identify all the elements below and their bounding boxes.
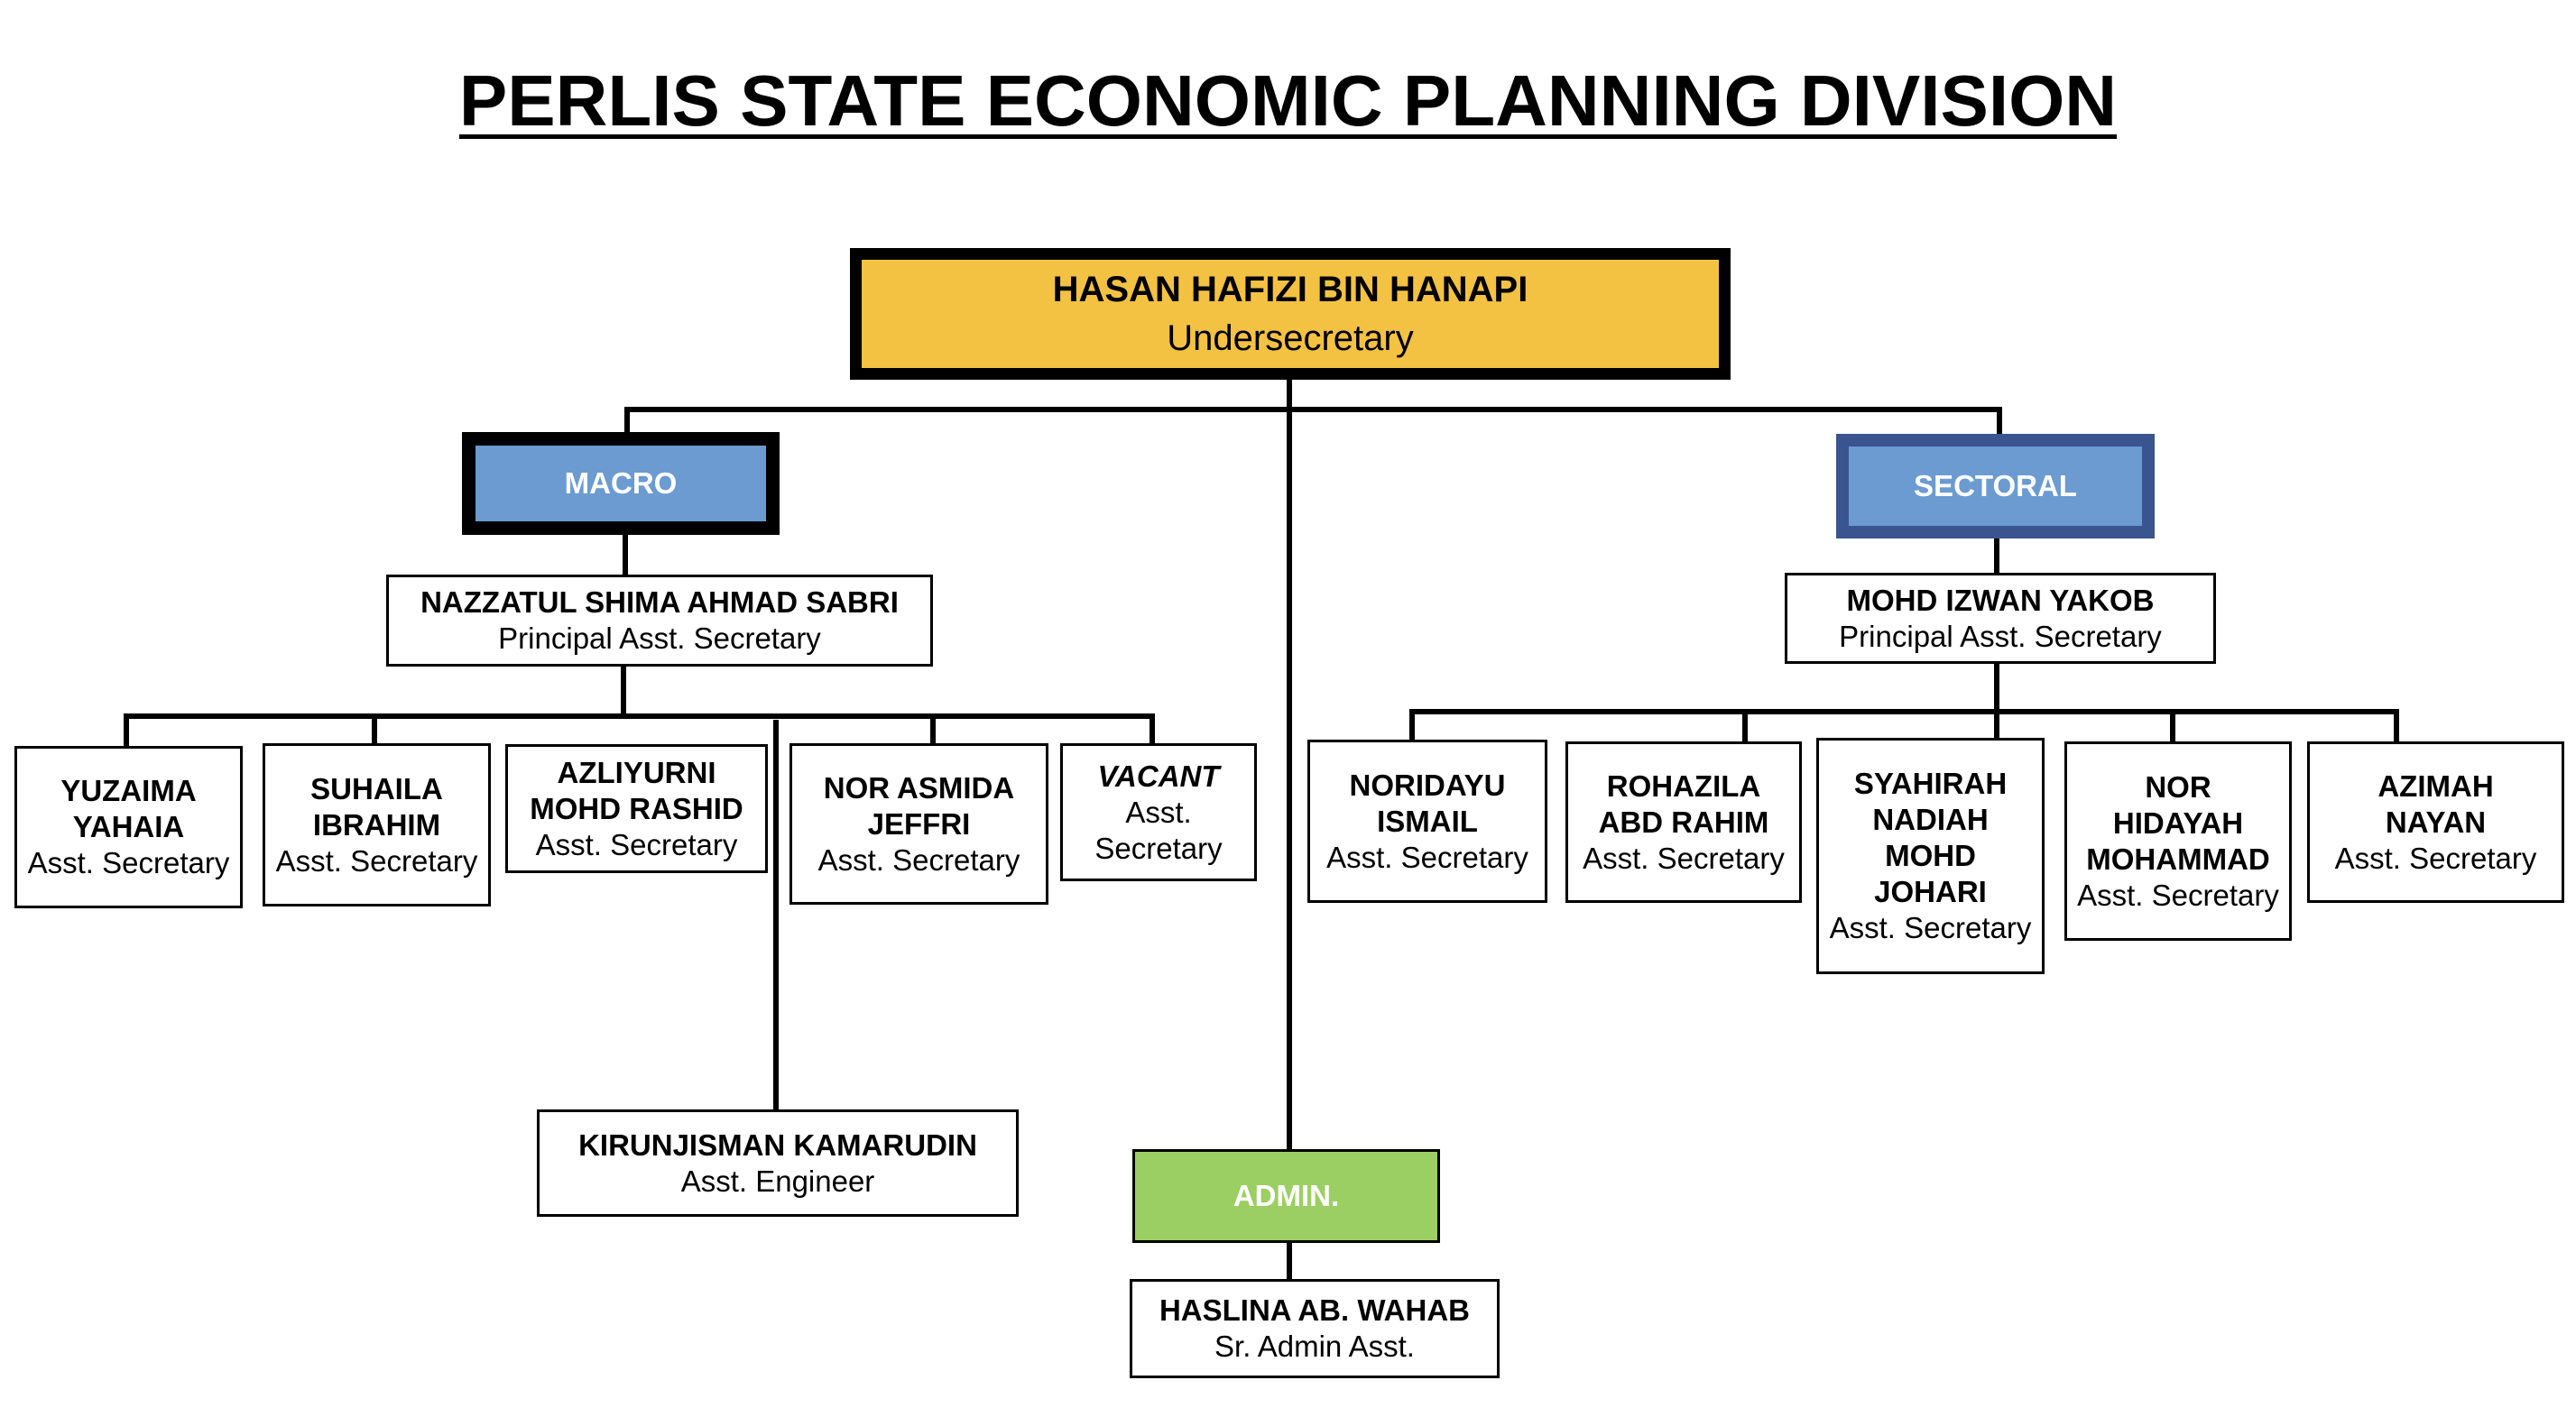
person-name: VACANT [1097, 759, 1219, 795]
person-name-line: NOR ASMIDA [823, 770, 1015, 805]
person-role: Asst. Engineer [680, 1164, 875, 1198]
person-name-line: NADIAH [1872, 803, 1989, 836]
person-name-line: ROHAZILA [1606, 768, 1761, 803]
person-role: Undersecretary [1167, 318, 1414, 358]
person-role: Asst. Secretary [1583, 841, 1785, 875]
person-role: Asst. Secretary [27, 846, 230, 879]
person-name-line: NAZZATUL SHIMA AHMAD SABRI [420, 585, 899, 619]
connector-line [1409, 709, 1415, 741]
person-name-line: YUZAIMA [60, 774, 197, 807]
person-name-line: JOHARI [1874, 875, 1987, 908]
unit-sectoral: SECTORAL [1836, 434, 2155, 538]
person-role: Asst. Secretary [1829, 911, 2032, 944]
person-role: Asst. Secretary [817, 842, 1020, 877]
connector-line [624, 407, 2002, 412]
person-name-line: ISMAIL [1377, 804, 1478, 838]
connector-line [372, 713, 377, 744]
person-role: Asst. Secretary [275, 843, 478, 878]
person-name-line: JEFFRI [867, 806, 971, 841]
connector-line [1997, 407, 2002, 436]
connector-line [1409, 709, 2399, 714]
person-role: Asst. Secretary [1326, 840, 1528, 874]
connector-line [1994, 663, 1999, 739]
chart-title: PERLIS STATE ECONOMIC PLANNING DIVISION [458, 60, 2118, 141]
connector-line [1742, 709, 1748, 742]
connector-line [1150, 713, 1155, 744]
person-box: HASAN HAFIZI BIN HANAPI Undersecretary [850, 248, 1731, 380]
connector-line [1287, 1242, 1292, 1280]
connector-line [124, 713, 129, 747]
person-name-line: MOHAMMAD [2086, 842, 2270, 876]
person-name-line: YAHAIA [72, 810, 185, 843]
connector-line [930, 713, 936, 744]
person-name: HASAN HAFIZI BIN HANAPI [1053, 265, 1528, 314]
connector-line [1287, 379, 1292, 1151]
person-role: Principal Asst. Secretary [498, 621, 821, 655]
person-name-line: AZLIYURNI [557, 755, 716, 789]
person-name-line: NORIDAYU [1349, 768, 1506, 802]
person-role: Asst. Secretary [2077, 878, 2279, 912]
unit-label: SECTORAL [1914, 469, 2077, 502]
person-role: Principal Asst. Secretary [1839, 619, 2162, 653]
person-name-line: HASAN HAFIZI BIN HANAPI [1052, 270, 1528, 309]
person-name-line: NOR [2145, 769, 2211, 804]
connector-line [124, 713, 1155, 719]
connector-line [1994, 538, 1999, 574]
person-name-line: AZIMAH [2377, 768, 2494, 803]
person-name-line: NAYAN [2385, 805, 2487, 839]
person-role: Asst. Secretary [535, 827, 738, 861]
person-name-line: MOHD [1885, 839, 1976, 872]
person-name-line: IBRAHIM [312, 807, 441, 842]
person-name-line: KIRUNJISMAN KAMARUDIN [578, 1127, 977, 1162]
person-name-line: HIDAYAH [2112, 805, 2244, 840]
person-name-line: SYAHIRAH [1853, 767, 2008, 800]
person-name: HASLINA AB. WAHAB [1159, 1293, 1470, 1329]
person-name-line: MOHD IZWAN YAKOB [1846, 583, 2155, 617]
connector-line [621, 666, 626, 716]
connector-line [624, 407, 630, 434]
person-name-line: VACANT [1097, 759, 1220, 793]
person-name-line: HASLINA AB. WAHAB [1159, 1293, 1471, 1327]
unit-label: MACRO [564, 466, 678, 500]
connector-line [773, 720, 779, 1109]
person-role: Asst. Secretary [2334, 841, 2537, 875]
person-name: KIRUNJISMAN KAMARUDIN [578, 1127, 977, 1164]
unit-macro: MACRO [462, 432, 780, 535]
connector-line [623, 534, 628, 575]
person-name: MOHD IZWAN YAKOB [1846, 583, 2154, 619]
unit-label: ADMIN. [1233, 1179, 1340, 1212]
connector-line [2170, 709, 2175, 742]
person-name: NAZZATUL SHIMA AHMAD SABRI [420, 584, 899, 621]
person-role: Sr. Admin Asst. [1214, 1330, 1415, 1363]
connector-line [2394, 709, 2399, 742]
person-name-line: MOHD RASHID [530, 791, 743, 825]
person-name-line: ABD RAHIM [1598, 805, 1769, 839]
person-role: Asst. Secretary [1094, 795, 1223, 865]
person-name-line: SUHAILA [310, 771, 443, 805]
unit-admin: ADMIN. [1132, 1149, 1440, 1243]
